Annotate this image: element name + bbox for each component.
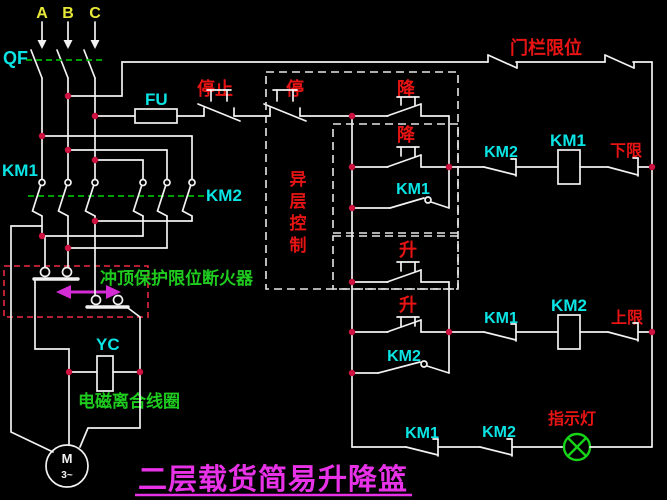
km1-bottom-contact: KM1 bbox=[405, 425, 439, 457]
km1-hold-contact: KM1 bbox=[351, 181, 450, 209]
stop-remote-button: 停 bbox=[263, 78, 353, 122]
door-limit-switches: 门栏限位 bbox=[487, 37, 635, 69]
up-local-button: 升 bbox=[386, 295, 422, 333]
km1-hold-terminal bbox=[424, 196, 432, 204]
stop-remote-label: 停 bbox=[286, 78, 304, 99]
km1-interlock-contact: KM1 bbox=[483, 310, 518, 342]
up-station-box bbox=[332, 235, 459, 290]
down-remote-button: 降 bbox=[351, 78, 450, 117]
km1-coil-label: KM1 bbox=[550, 131, 586, 150]
lower-limit-switch: 下限 bbox=[607, 142, 643, 177]
km2-coil-body bbox=[557, 314, 581, 350]
down-remote-label: 降 bbox=[397, 78, 416, 99]
km2-interlock-contact: KM2 bbox=[483, 144, 518, 177]
overtravel-protector: 冲顶保护限位断火器 bbox=[3, 220, 254, 445]
door-limit-label: 门栏限位 bbox=[510, 37, 582, 58]
km2-hold-label: KM2 bbox=[387, 348, 421, 365]
remote-box-char-3: 控 bbox=[290, 213, 307, 233]
qf-label: QF bbox=[3, 48, 28, 68]
km2-main-label: KM2 bbox=[206, 186, 242, 205]
protector-caption: 冲顶保护限位断火器 bbox=[100, 268, 254, 288]
km2-interlock-label: KM2 bbox=[484, 144, 518, 161]
clutch-coil-yc: YC 电磁离合线圈 bbox=[68, 335, 180, 448]
km1-bottom-label: KM1 bbox=[405, 425, 439, 442]
motor: M 3~ bbox=[10, 225, 89, 488]
upper-limit-switch: 上限 bbox=[607, 309, 644, 342]
lower-limit-label: 下限 bbox=[610, 142, 643, 160]
upper-limit-label: 上限 bbox=[611, 309, 644, 327]
down-local-label: 降 bbox=[397, 124, 416, 145]
remote-box-char-4: 制 bbox=[290, 235, 307, 255]
km2-hold-terminal bbox=[420, 360, 428, 368]
up-remote-label: 升 bbox=[399, 240, 417, 260]
up-remote-button: 升 bbox=[351, 240, 450, 283]
remote-box-char-2: 层 bbox=[290, 192, 307, 211]
km2-bottom-contact: KM2 bbox=[479, 424, 516, 457]
main-contacts: KM1 KM2 bbox=[2, 135, 242, 249]
fuse-body bbox=[134, 108, 178, 124]
stop-main-label: 停止 bbox=[197, 78, 233, 99]
km2-coil-label: KM2 bbox=[551, 296, 587, 315]
control-supply-taps bbox=[67, 61, 653, 97]
yc-coil-body bbox=[96, 355, 114, 392]
km1-coil-body bbox=[557, 149, 581, 185]
km1-main-label: KM1 bbox=[2, 161, 38, 180]
phase-c-label: C bbox=[89, 5, 101, 22]
up-circuit-row: 升 KM1 KM2 上限 bbox=[351, 295, 653, 350]
indicator-lamp-icon: 指示灯 bbox=[548, 409, 596, 462]
junction-dots bbox=[38, 92, 656, 377]
diagram-title: 二层载货简易升降篮 bbox=[135, 462, 412, 497]
km1-interlock-label: KM1 bbox=[484, 310, 518, 327]
door-limit-switch-2 bbox=[604, 54, 635, 69]
indicator-row: KM1 KM2 指示灯 bbox=[351, 409, 653, 462]
up-local-label: 升 bbox=[399, 295, 417, 315]
remote-box-char-1: 异 bbox=[290, 170, 307, 189]
stop-main-button: 停止 bbox=[197, 78, 271, 122]
phase-arrow-icons bbox=[37, 21, 100, 49]
title-text: 二层载货简易升降篮 bbox=[138, 462, 408, 496]
km1-coil: KM1 bbox=[550, 131, 586, 185]
down-local-button: 降 bbox=[386, 124, 422, 168]
motor-body bbox=[45, 444, 89, 488]
km1-hold-label: KM1 bbox=[396, 181, 430, 198]
breaker-qf: QF bbox=[3, 48, 104, 79]
yc-label: YC bbox=[96, 335, 120, 354]
fuse-fu: FU bbox=[94, 90, 205, 124]
phase-b-label: B bbox=[62, 5, 74, 22]
remote-control-box: 异 层 控 制 bbox=[265, 71, 459, 290]
power-supply-phases: A B C bbox=[36, 5, 101, 49]
motor-phases: 3~ bbox=[61, 470, 73, 481]
km2-coil: KM2 bbox=[551, 296, 587, 350]
clutch-caption: 电磁离合线圈 bbox=[78, 391, 180, 411]
travel-arrow-icon bbox=[56, 285, 121, 299]
door-limit-switch-1 bbox=[487, 54, 518, 69]
remote-box-outline bbox=[265, 71, 459, 290]
km2-bottom-label: KM2 bbox=[482, 424, 516, 441]
fu-label: FU bbox=[145, 90, 168, 109]
down-circuit-row: 降 KM2 KM1 下限 bbox=[351, 124, 653, 185]
phase-a-label: A bbox=[36, 5, 48, 22]
indicator-lamp-label: 指示灯 bbox=[548, 409, 596, 428]
protector-box-outline bbox=[3, 265, 149, 318]
contact-poles bbox=[31, 178, 196, 217]
km2-hold-contact: KM2 bbox=[351, 348, 450, 374]
motor-symbol: M bbox=[62, 451, 73, 466]
